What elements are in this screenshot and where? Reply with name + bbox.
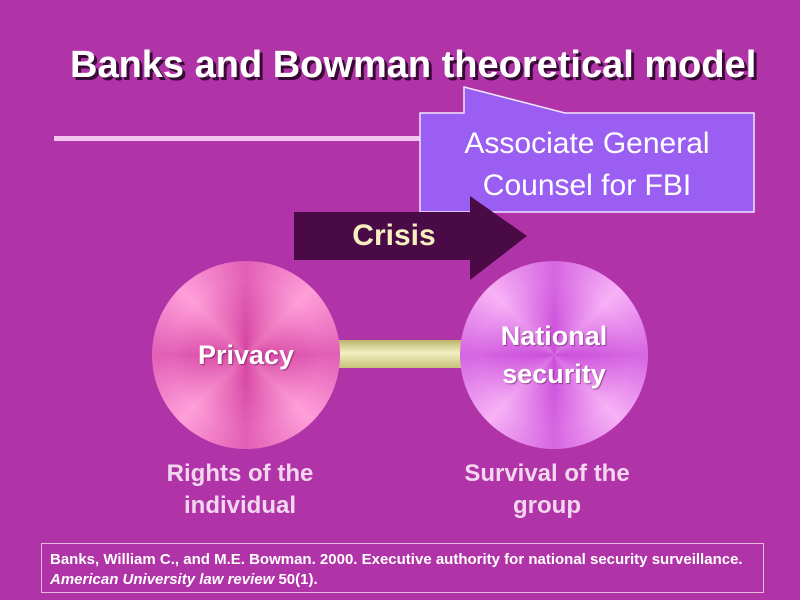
- national-security-circle: National security: [460, 261, 648, 449]
- crisis-arrow: [294, 196, 527, 280]
- callout-line-1: Associate General: [464, 127, 710, 160]
- survival-caption: Survival of the group: [437, 458, 657, 522]
- title-underline: [54, 136, 434, 141]
- citation-box: Banks, William C., and M.E. Bowman. 2000…: [41, 543, 764, 593]
- connector-bar: [332, 340, 468, 368]
- rights-caption-line-2: individual: [183, 492, 296, 519]
- national-security-line-1: National: [500, 321, 608, 351]
- crisis-label: Crisis: [352, 219, 436, 252]
- national-security-line-2: security: [502, 359, 606, 389]
- rights-caption: Rights of the individual: [130, 458, 350, 522]
- citation-journal: American University law review: [50, 571, 275, 588]
- survival-caption-line-1: Survival of the: [464, 460, 630, 487]
- callout-text: Associate General Counsel for FBI: [420, 118, 754, 212]
- citation-text: Banks, William C., and M.E. Bowman. 2000…: [50, 551, 743, 568]
- survival-caption-line-2: group: [513, 492, 581, 519]
- callout-line-2: Counsel for FBI: [482, 169, 692, 202]
- citation-volume: 50(1).: [274, 571, 318, 588]
- privacy-label: Privacy: [197, 340, 295, 370]
- privacy-circle: Privacy: [152, 261, 340, 449]
- rights-caption-line-1: Rights of the: [166, 460, 314, 487]
- slide-title: Banks and Bowman theoretical model: [70, 44, 757, 86]
